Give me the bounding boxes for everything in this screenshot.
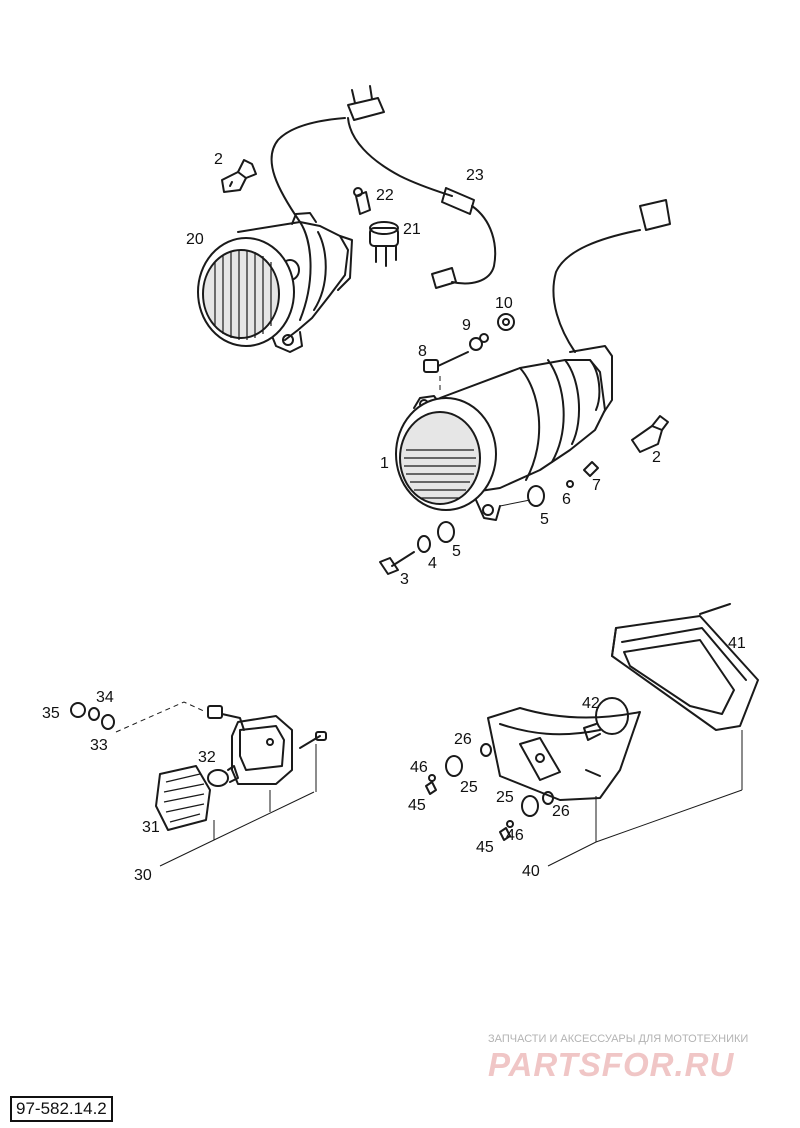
label-6: 6 bbox=[562, 491, 571, 508]
label-46-lower: 46 bbox=[506, 827, 524, 844]
headlight-small bbox=[197, 212, 353, 353]
tail-light bbox=[425, 603, 759, 841]
label-41: 41 bbox=[728, 635, 746, 652]
label-5-left: 5 bbox=[452, 543, 461, 560]
wiring-harness-upper bbox=[270, 85, 497, 289]
label-25-upper: 25 bbox=[460, 779, 478, 796]
label-23: 23 bbox=[466, 167, 484, 184]
label-34: 34 bbox=[96, 689, 114, 706]
wiring-harness-right bbox=[552, 199, 671, 353]
label-30: 30 bbox=[134, 867, 152, 884]
label-35: 35 bbox=[42, 705, 60, 722]
label-26-lower: 26 bbox=[552, 803, 570, 820]
hardware-lower bbox=[379, 461, 599, 575]
watermark-caption: ЗАПЧАСТИ И АКСЕССУАРЫ ДЛЯ МОТОТЕХНИКИ bbox=[488, 1033, 749, 1045]
label-4: 4 bbox=[428, 555, 437, 572]
headlight-main bbox=[395, 345, 613, 521]
bulb-upper bbox=[221, 159, 257, 193]
label-2-right: 2 bbox=[652, 449, 661, 466]
label-42: 42 bbox=[582, 695, 600, 712]
label-22: 22 bbox=[376, 187, 394, 204]
label-10: 10 bbox=[495, 295, 513, 312]
part-labels: 2 23 22 21 20 10 9 8 1 2 7 6 5 5 4 3 41 … bbox=[42, 151, 746, 884]
label-45-upper: 45 bbox=[408, 797, 426, 814]
label-9: 9 bbox=[462, 317, 471, 334]
hardware-upper bbox=[423, 313, 515, 390]
label-3: 3 bbox=[400, 571, 409, 588]
label-5-right: 5 bbox=[540, 511, 549, 528]
label-21: 21 bbox=[403, 221, 421, 238]
label-8: 8 bbox=[418, 343, 427, 360]
bulb-right bbox=[631, 415, 669, 453]
label-40: 40 bbox=[522, 863, 540, 880]
leader-lines bbox=[159, 730, 743, 867]
label-45-lower: 45 bbox=[476, 839, 494, 856]
turn-signal bbox=[70, 701, 327, 831]
diagram-code: 97-582.14.2 bbox=[10, 1096, 113, 1122]
label-2-upper: 2 bbox=[214, 151, 223, 168]
label-1: 1 bbox=[380, 455, 389, 472]
label-32: 32 bbox=[198, 749, 216, 766]
label-31: 31 bbox=[142, 819, 160, 836]
label-26-upper: 26 bbox=[454, 731, 472, 748]
bulb-22 bbox=[353, 187, 371, 215]
label-46-upper: 46 bbox=[410, 759, 428, 776]
label-25-lower: 25 bbox=[496, 789, 514, 806]
watermark-logo: PARTSFOR.RU bbox=[488, 1046, 735, 1083]
label-7: 7 bbox=[592, 477, 601, 494]
socket-21 bbox=[369, 221, 399, 267]
label-33: 33 bbox=[90, 737, 108, 754]
label-20: 20 bbox=[186, 231, 204, 248]
